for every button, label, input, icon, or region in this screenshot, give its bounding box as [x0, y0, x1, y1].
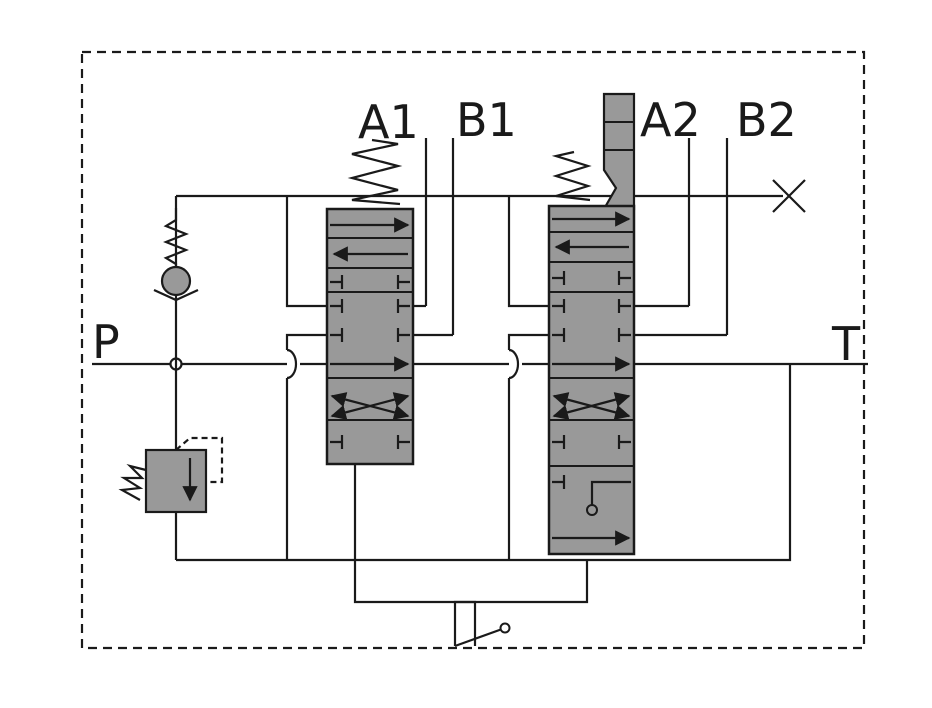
hand-lever-icon	[453, 600, 511, 648]
port-label-a1: A1	[358, 95, 419, 149]
directional-control-valve-section-1	[285, 138, 455, 560]
directional-control-valve-section-2	[507, 92, 729, 560]
plug-icon	[772, 179, 806, 213]
port-label-b2: B2	[736, 93, 797, 147]
tank-line	[176, 362, 868, 562]
detent-icon	[602, 92, 636, 211]
port-label-b1: B1	[456, 93, 517, 147]
pressure-relief-valve	[118, 436, 224, 514]
check-valve	[153, 208, 199, 302]
spring-icon	[118, 463, 147, 501]
spring-icon	[551, 150, 592, 202]
pilot-line	[176, 179, 806, 213]
port-label-p: P	[92, 315, 120, 369]
spring-icon	[347, 138, 403, 206]
port-label-a2: A2	[640, 93, 701, 147]
pressure-line	[92, 348, 549, 380]
port-label-t: T	[831, 317, 861, 371]
valve-block-boundary	[80, 50, 866, 650]
